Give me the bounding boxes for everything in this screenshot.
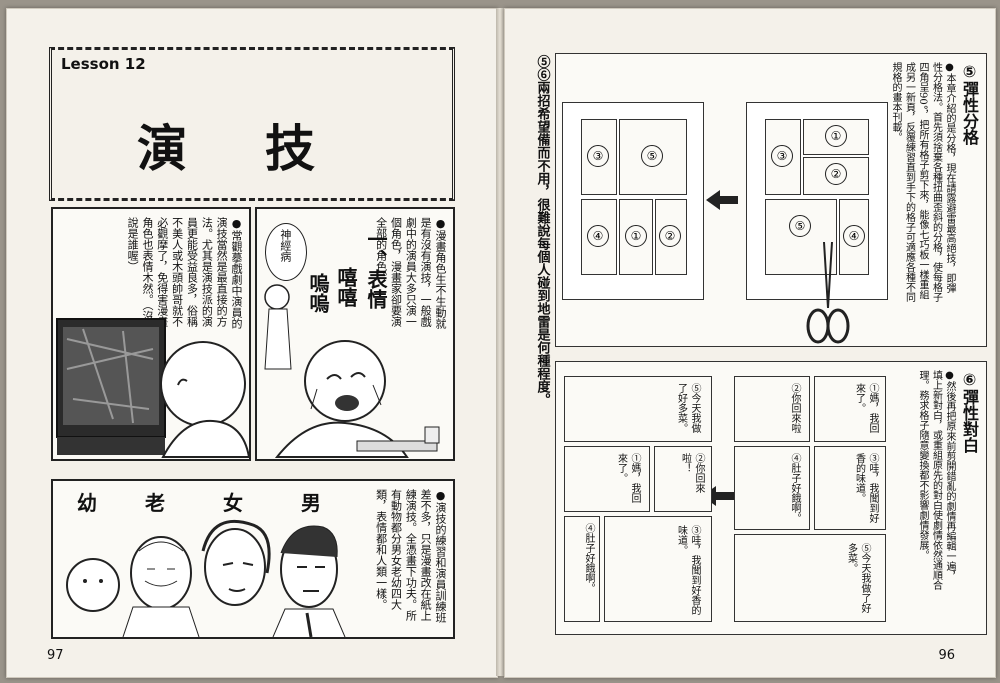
speech-bubble (265, 223, 307, 281)
layout-b-num-3: ③ (771, 145, 793, 167)
panel-ages: 幼 老 女 男 ●演技的練習和演員訓練班差不多，只是漫畫改在紙上練演技。全憑畫下… (51, 479, 455, 639)
section6-title: ⑥彈性對白 (960, 370, 979, 453)
side-note: ⑤⑥兩招希望備而不用，很難說每個人碰到地雷是何種程度。 (534, 55, 550, 406)
layout-b-num-4: ④ (843, 225, 865, 247)
panel2-caption: ●漫畫角色生不生動就是有沒有演技，一般戲劇中的演員大多只演一個角色，漫畫家卻要演… (374, 217, 447, 329)
layout-a-num-2: ② (659, 225, 681, 247)
dialogue-panel-5: ⑤今天我做了好多菜。 (734, 534, 886, 622)
sfx-giggle: 嘻嘻 (334, 267, 358, 307)
panel-watching-tv: ●常觀摹戲劇中演員的演技當然是最直接的方法。尤其是演技派的演員更能受益良多，俗稱… (51, 207, 251, 461)
layout-a-num-1: ① (625, 225, 647, 247)
rearranged-panel-3: ③哇，我聞到好香的味道。 (604, 516, 712, 622)
crying-boy-sketch (264, 284, 440, 458)
layout-a: ③ ⑤ ④ ① ② (562, 102, 704, 300)
rearranged-panel-5: ⑤今天我做了好多菜。 (564, 376, 712, 442)
scissors-icon (806, 241, 850, 344)
section6-text: ●然後再把原來前剪開錯亂的劇情再編輯一遍，填上新對白，或重組原先的對白使劇情依然… (917, 370, 955, 590)
dialogue-panel-1: ①媽，我回來了。 (814, 376, 886, 442)
rearranged-panel-4: ④肚子好餓啊。 (564, 516, 600, 622)
page-number-left: 97 (47, 648, 64, 663)
dialogue-panel-2: ②你回來啦 (734, 376, 810, 442)
panel-expression: ●漫畫角色生不生動就是有沒有演技，一般戲劇中的演員大多只演一個角色，漫畫家卻要演… (255, 207, 455, 461)
layout-a-num-3: ③ (587, 145, 609, 167)
age-label-woman: 女 (223, 491, 243, 515)
layout-a-num-4: ④ (587, 225, 609, 247)
section5-title: ⑤彈性分格 (960, 62, 979, 145)
layout-b-num-1: ① (825, 125, 847, 147)
panel2-heading: 一、表情 (364, 229, 388, 309)
age-label-child: 幼 (77, 491, 97, 515)
age-label-man: 男 (301, 491, 321, 515)
tv-sketch (56, 318, 249, 458)
lesson-label: Lesson 12 (61, 55, 146, 73)
book-gutter (496, 8, 504, 676)
rearranged-panel-1: ①媽，我回來了。 (564, 446, 650, 512)
faces-sketch (66, 519, 346, 637)
arrow-icon-section5 (706, 190, 738, 210)
section5-text: ●本章介紹的是分格，現在請露避雷最高絕技，即彈性分格法。首先須捨棄各種扭曲歪斜的… (890, 62, 955, 302)
section5-frame: ⑤彈性分格 ●本章介紹的是分格，現在請露避雷最高絕技，即彈性分格法。首先須捨棄各… (555, 53, 987, 347)
sfx-sob: 嗚嗚 (306, 273, 330, 313)
dialogue-panel-3: ③哇，我聞到好香的味道。 (814, 446, 886, 530)
layout-b-num-2: ② (825, 163, 847, 185)
dialogue-panel-4: ④肚子好餓啊。 (734, 446, 810, 530)
bubble-text: 神經病 (278, 229, 292, 262)
panel1-caption: ●常觀摹戲劇中演員的演技當然是最直接的方法。尤其是演技派的演員更能受益良多，俗稱… (126, 217, 243, 329)
left-page: Lesson 12 演 技 ●常觀摹戲劇中演員的演技當然是最直接的方法。尤其是演… (6, 8, 498, 678)
page-title: 演 技 (137, 120, 329, 178)
rearranged-panel-2: ②你回來啦！ (654, 446, 712, 512)
page-number-right: 96 (938, 648, 955, 663)
section6-frame: ⑥彈性對白 ●然後再把原來前剪開錯亂的劇情再編輯一遍，填上新對白，或重組原先的對… (555, 361, 987, 635)
title-frame (49, 47, 455, 201)
ages-caption: ●演技的練習和演員訓練班差不多，只是漫畫改在紙上練演技。全憑畫下功夫。所有動物都… (374, 489, 447, 623)
right-page: ⑤⑥兩招希望備而不用，很難說每個人碰到地雷是何種程度。 ⑤彈性分格 ●本章介紹的… (504, 8, 996, 678)
age-label-old: 老 (145, 491, 165, 515)
layout-b-num-5: ⑤ (789, 215, 811, 237)
layout-b: ① ③ ② ⑤ ④ (746, 102, 888, 300)
layout-a-num-5: ⑤ (641, 145, 663, 167)
